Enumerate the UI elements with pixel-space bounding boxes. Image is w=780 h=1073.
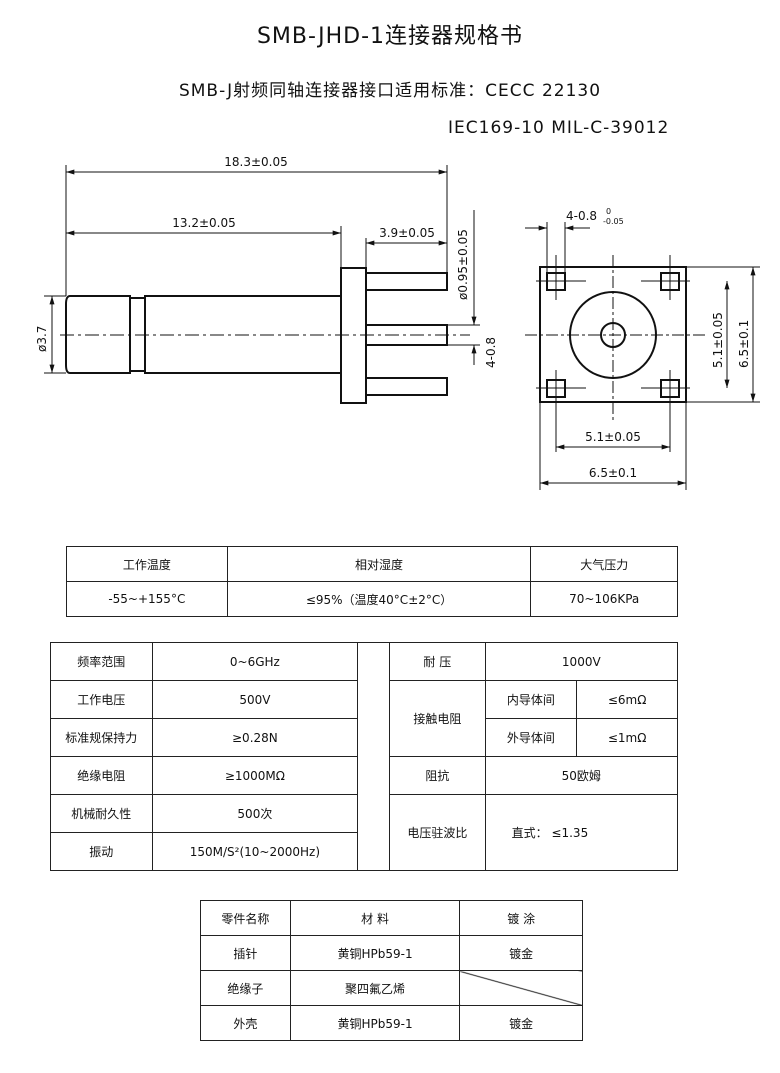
spec-value: 500次	[151, 794, 359, 833]
dim-overall-length: 18.3±0.05	[224, 155, 288, 169]
env-header: 相对湿度	[226, 546, 532, 582]
dim-pad-tol-lower: -0.05	[603, 217, 624, 226]
env-header: 工作温度	[66, 546, 228, 582]
env-value: -55~+155°C	[66, 581, 228, 617]
connector-drawing: 18.3±0.05 13.2±0.05 3.9±0.05 ø0.95±0.05 …	[35, 155, 760, 490]
dim-pad-tol-upper: 0	[606, 207, 611, 216]
spec-label: 接触电阻	[389, 680, 486, 757]
spec-label: 频率范围	[50, 642, 153, 681]
spec-value: 500V	[151, 680, 359, 719]
mat-header: 材 料	[289, 900, 461, 936]
standards-list: IEC169-10 MIL-C-39012	[448, 118, 670, 138]
part-name: 外壳	[200, 1005, 291, 1041]
interface-standard: SMB-J射频同轴连接器接口适用标准：CECC 22130	[178, 81, 602, 101]
table-gap	[357, 642, 391, 871]
spec-label: 振动	[50, 832, 153, 871]
spec-value: 1000V	[484, 642, 679, 681]
spec-value: 150M/S²(10~2000Hz)	[151, 832, 359, 871]
table-row: 外壳 黄铜HPb59-1 镀金	[200, 1005, 583, 1041]
mat-header: 零件名称	[200, 900, 291, 936]
dim-pad-size: 4-0.8	[566, 209, 597, 223]
part-material: 黄铜HPb59-1	[289, 1005, 461, 1041]
spec-sublabel: 内导体间	[484, 680, 578, 719]
spec-value: ≤6mΩ	[576, 680, 678, 719]
dim-pad-pitch-v: 5.1±0.05	[711, 312, 725, 368]
part-plating: 镀金	[459, 1005, 583, 1041]
part-plating: 镀金	[459, 935, 583, 971]
dim-square-h: 6.5±0.1	[589, 466, 637, 480]
spec-label: 阻抗	[389, 756, 486, 795]
spec-label: 耐 压	[389, 642, 486, 681]
part-material: 聚四氟乙烯	[289, 970, 461, 1006]
dim-pad-pitch-h: 5.1±0.05	[585, 430, 641, 444]
dim-pin-spacing: 4-0.8	[484, 337, 498, 368]
spec-label: 标准规保持力	[50, 718, 153, 757]
part-name: 绝缘子	[200, 970, 291, 1006]
spec-sublabel: 外导体间	[484, 718, 578, 757]
part-name: 插针	[200, 935, 291, 971]
spec-label: 电压驻波比	[389, 794, 486, 871]
part-plating-none	[459, 970, 583, 1006]
env-value: ≤95%（温度40°C±2°C）	[226, 581, 532, 617]
materials-table: 零件名称 材 料 镀 涂 插针 黄铜HPb59-1 镀金 绝缘子 聚四氟乙烯 外…	[200, 900, 583, 1041]
spec-label: 绝缘电阻	[50, 756, 153, 795]
dim-pin-length: 3.9±0.05	[379, 226, 435, 240]
table-row: 插针 黄铜HPb59-1 镀金	[200, 935, 583, 971]
environment-table: 工作温度 相对湿度 大气压力 -55~+155°C ≤95%（温度40°C±2°…	[66, 546, 678, 617]
spec-value: ≥0.28N	[151, 718, 359, 757]
dim-body-diameter: ø3.7	[35, 326, 49, 352]
dim-body-length: 13.2±0.05	[172, 216, 236, 230]
spec-label: 工作电压	[50, 680, 153, 719]
spec-value: ≥1000MΩ	[151, 756, 359, 795]
table-row: 绝缘子 聚四氟乙烯	[200, 970, 583, 1006]
dim-pin-diameter: ø0.95±0.05	[456, 229, 470, 300]
page-title: SMB-JHD-1连接器规格书	[256, 24, 524, 49]
spec-value: ≤1mΩ	[576, 718, 678, 757]
spec-value: 50欧姆	[484, 756, 679, 795]
spec-value: 0~6GHz	[151, 642, 359, 681]
spec-value: 直式： ≤1.35	[484, 794, 679, 871]
spec-label: 机械耐久性	[50, 794, 153, 833]
env-header: 大气压力	[530, 546, 678, 582]
electrical-table: 频率范围 0~6GHz 耐 压 1000V 工作电压 500V 接触电阻 内导体…	[50, 642, 679, 871]
part-material: 黄铜HPb59-1	[289, 935, 461, 971]
env-value: 70~106KPa	[530, 581, 678, 617]
dim-square-v: 6.5±0.1	[737, 320, 751, 368]
mat-header: 镀 涂	[459, 900, 583, 936]
